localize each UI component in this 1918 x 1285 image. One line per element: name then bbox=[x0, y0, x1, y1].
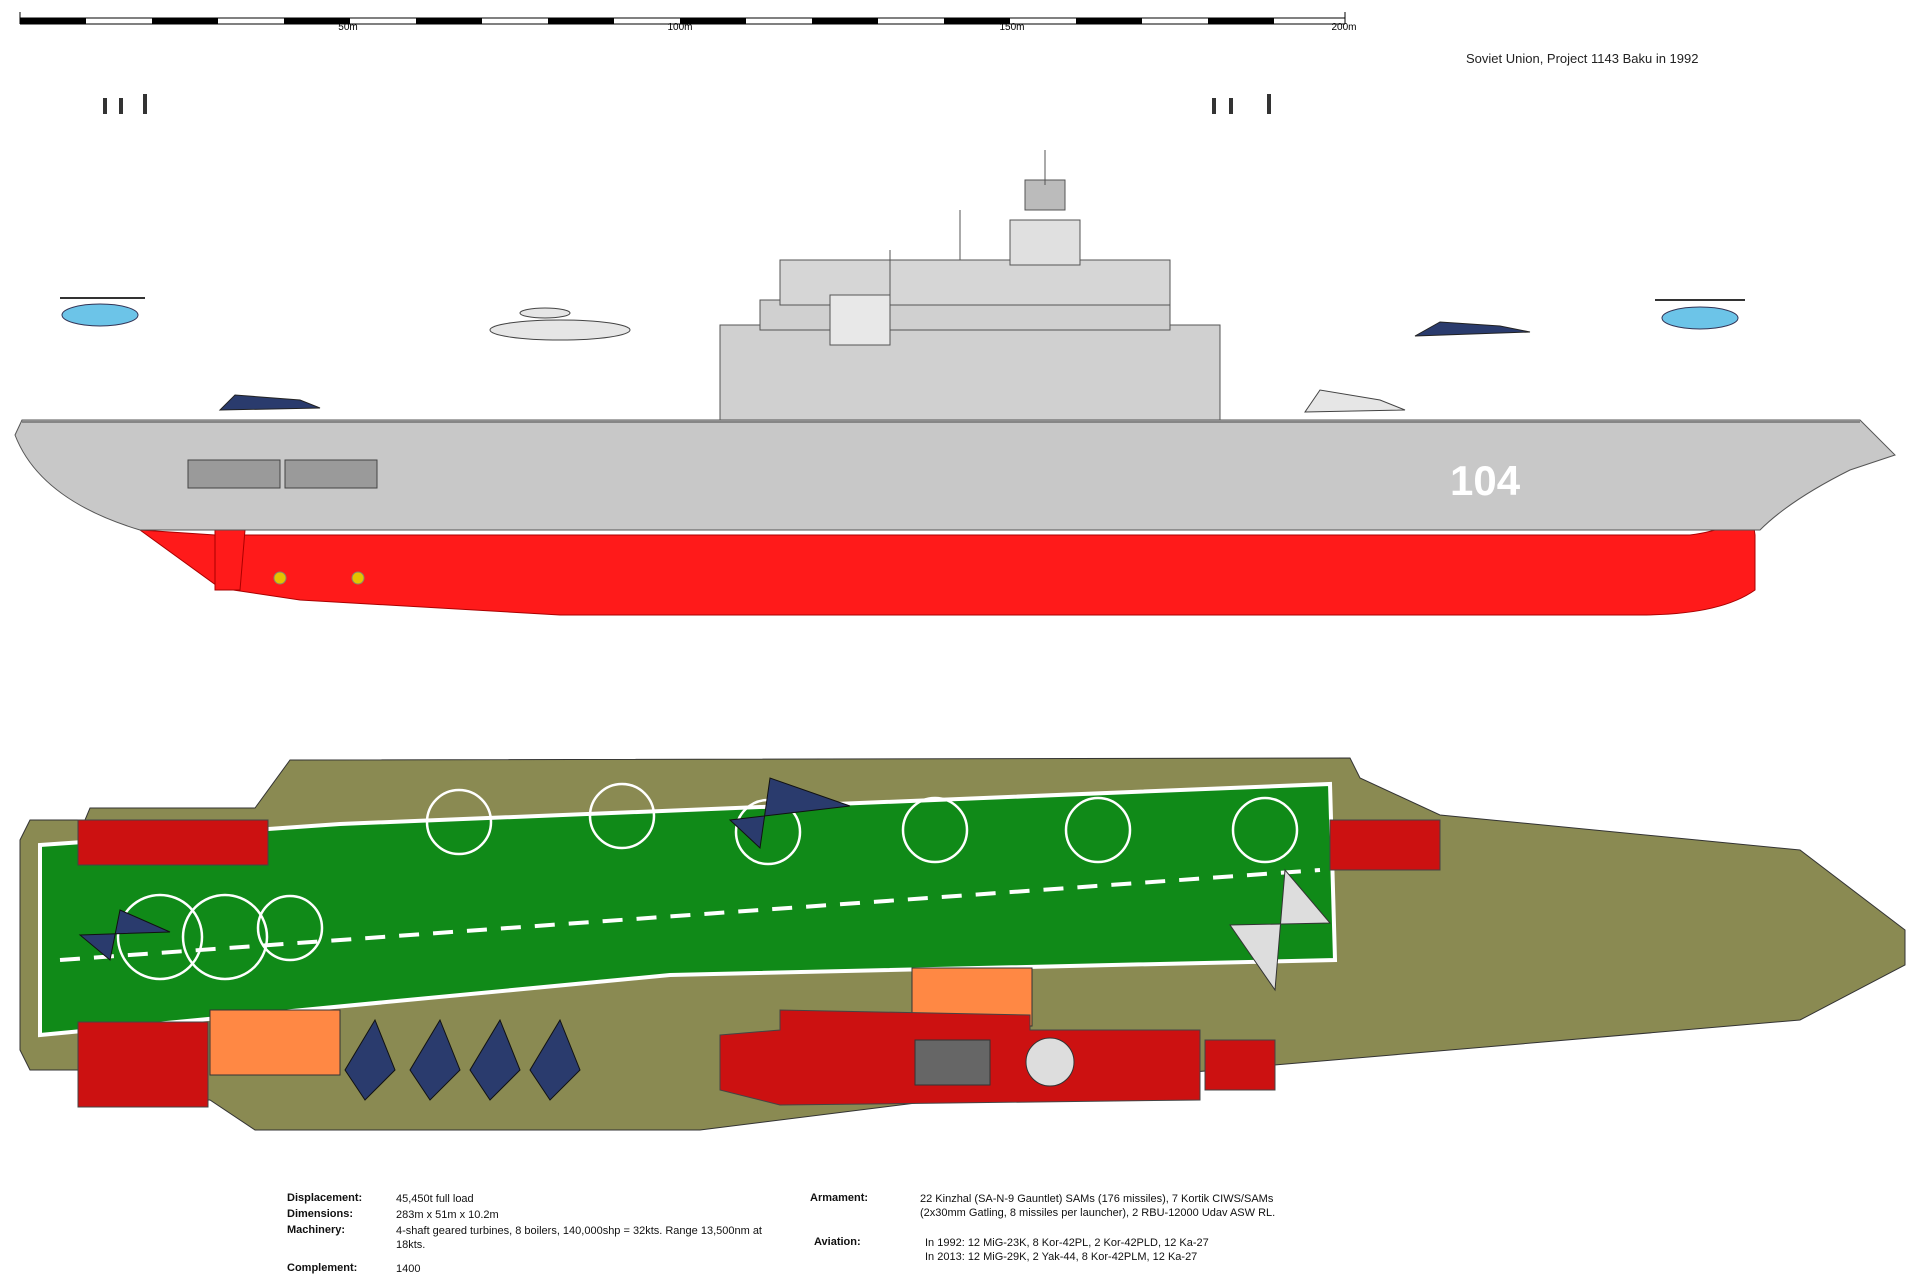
spec-value-dimensions: 283m x 51m x 10.2m bbox=[396, 1209, 499, 1221]
deck-yak bbox=[1229, 868, 1332, 992]
deck-jet-fwd bbox=[728, 777, 851, 850]
scale-tick-50: 50m bbox=[338, 22, 357, 33]
fighter-on-deck bbox=[218, 394, 321, 411]
elevator-aft bbox=[209, 1009, 341, 1076]
spec-label-dimensions: Dimensions: bbox=[287, 1208, 354, 1220]
spec-label-complement: Complement: bbox=[287, 1262, 358, 1274]
side-profile: 104 bbox=[14, 94, 1896, 616]
hull-number: 104 bbox=[1450, 457, 1521, 504]
page-title-year: in 1992 bbox=[1655, 51, 1699, 66]
yak-on-deck bbox=[1304, 389, 1406, 413]
page-title-text: Soviet Union, Project 1143 Baku bbox=[1466, 51, 1653, 66]
spec-value-machinery-2: 18kts. bbox=[396, 1239, 426, 1251]
helicopter-fwd bbox=[1655, 299, 1745, 330]
hull-upper bbox=[14, 419, 1896, 531]
spec-value-aviation-2: In 2013: 12 MiG-29K, 2 Yak-44, 8 Kor-42P… bbox=[925, 1251, 1198, 1263]
spec-label-machinery: Machinery: bbox=[287, 1224, 346, 1236]
spec-value-machinery-1: 4-shaft geared turbines, 8 boilers, 140,… bbox=[396, 1225, 762, 1237]
helicopter-aft bbox=[60, 297, 145, 327]
spec-value-aviation-1: In 1992: 12 MiG-23K, 8 Kor-42PL, 2 Kor-4… bbox=[925, 1237, 1209, 1249]
scale-tick-100: 100m bbox=[667, 22, 692, 33]
spec-label-armament: Armament: bbox=[810, 1192, 869, 1204]
deck-jet-aft bbox=[78, 909, 171, 961]
page-title: Soviet Union, Project 1143 Baku in 1992 bbox=[1466, 51, 1698, 66]
spec-value-displacement: 45,450t full load bbox=[396, 1193, 474, 1205]
angled-flight-deck bbox=[38, 781, 1338, 1038]
spec-value-armament-2: (2x30mm Gatling, 8 missiles per launcher… bbox=[920, 1207, 1276, 1219]
island bbox=[719, 150, 1221, 421]
scale-tick-200: 200m bbox=[1331, 22, 1356, 33]
plan-view bbox=[19, 757, 1906, 1131]
spec-label-displacement: Displacement: bbox=[287, 1192, 363, 1204]
spec-label-aviation: Aviation: bbox=[814, 1236, 861, 1248]
missile-silhouettes-aft bbox=[103, 94, 147, 114]
spec-value-armament-1: 22 Kinzhal (SA-N-9 Gauntlet) SAMs (176 m… bbox=[920, 1193, 1274, 1205]
scale-bar: 50m 100m 150m 200m bbox=[19, 12, 1357, 33]
fighter-starboard bbox=[1414, 321, 1531, 337]
missile-silhouettes-fwd bbox=[1212, 94, 1271, 114]
scale-tick-150: 150m bbox=[999, 22, 1024, 33]
parked-jets bbox=[344, 1018, 581, 1101]
spec-value-complement: 1400 bbox=[396, 1263, 421, 1275]
aew-aircraft bbox=[489, 307, 631, 341]
